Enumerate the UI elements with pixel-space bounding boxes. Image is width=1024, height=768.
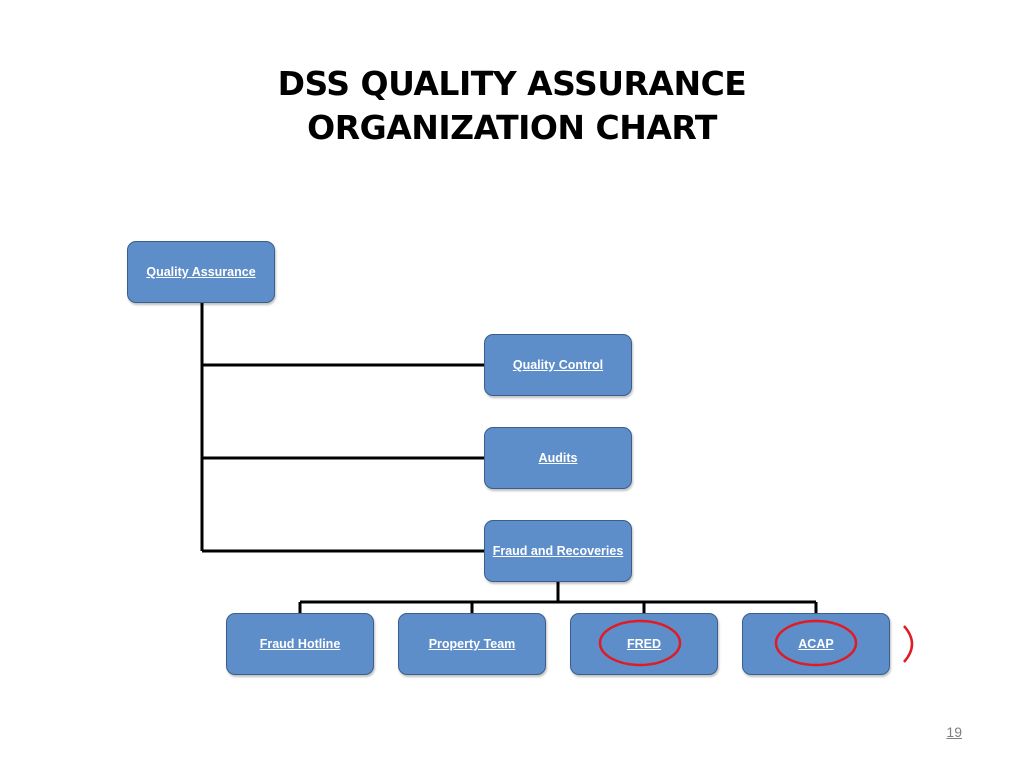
node-label: Quality Control (512, 358, 604, 372)
node-fred[interactable]: FRED (570, 613, 718, 675)
node-property-team[interactable]: Property Team (398, 613, 546, 675)
node-quality-control[interactable]: Quality Control (484, 334, 632, 396)
title-line-2: ORGANIZATION CHART (307, 108, 717, 147)
node-label: Quality Assurance (146, 265, 256, 279)
node-fraud-and-recoveries[interactable]: Fraud and Recoveries (484, 520, 632, 582)
page-number[interactable]: 19 (946, 724, 962, 740)
node-label: ACAP (798, 637, 834, 651)
node-label: FRED (626, 637, 662, 651)
title-line-1: DSS QUALITY ASSURANCE (277, 64, 747, 103)
node-acap[interactable]: ACAP (742, 613, 890, 675)
node-audits[interactable]: Audits (484, 427, 632, 489)
node-label: Property Team (428, 637, 516, 651)
node-quality-assurance[interactable]: Quality Assurance (127, 241, 275, 303)
node-label: Audits (538, 451, 578, 465)
node-label: Fraud and Recoveries (492, 544, 624, 558)
node-label: Fraud Hotline (259, 637, 341, 651)
node-fraud-hotline[interactable]: Fraud Hotline (226, 613, 374, 675)
slide-title: DSS QUALITY ASSURANCE ORGANIZATION CHART (0, 62, 1024, 150)
